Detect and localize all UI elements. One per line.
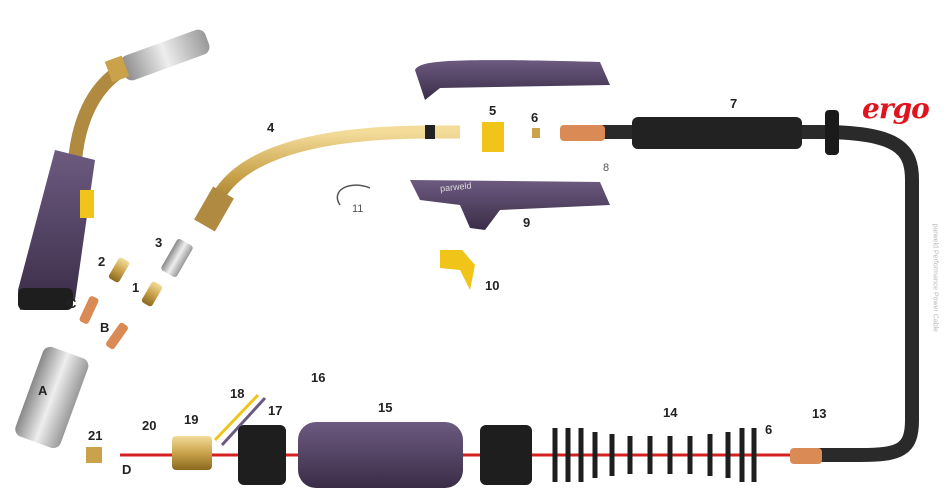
label-16: 16 xyxy=(311,370,326,385)
trigger-10 xyxy=(440,250,475,290)
label-A: A xyxy=(38,383,48,398)
nut-right xyxy=(480,425,532,485)
handle-top-9 xyxy=(415,60,610,100)
label-21: 21 xyxy=(88,428,103,443)
label-3: 3 xyxy=(155,235,163,250)
label-4: 4 xyxy=(267,120,275,135)
label-20: 20 xyxy=(142,418,157,433)
label-18: 18 xyxy=(230,386,245,401)
label-17: 17 xyxy=(268,403,283,418)
part-6 xyxy=(532,128,540,138)
cable-print: parweld Performance Power Cable xyxy=(931,223,939,333)
label-8: 8 xyxy=(603,162,610,174)
spring-14 xyxy=(552,428,757,482)
insulator-3 xyxy=(161,239,193,277)
label-2: 2 xyxy=(98,254,106,269)
label-15: 15 xyxy=(378,400,393,415)
label-C: C xyxy=(67,296,77,311)
contact-tip-C xyxy=(79,296,99,324)
label-10: 10 xyxy=(485,278,500,293)
label-6-bottom: 6 xyxy=(765,422,773,437)
tip-holder-2 xyxy=(108,257,130,283)
part-21 xyxy=(86,447,102,463)
assembled-torch xyxy=(18,29,210,310)
label-7: 7 xyxy=(730,96,738,111)
label-14: 14 xyxy=(663,405,678,420)
part-11-wire xyxy=(336,184,371,206)
tip-holder-1 xyxy=(141,281,163,307)
strain-relief-7 xyxy=(632,117,802,149)
body-15 xyxy=(298,422,463,488)
label-9: 9 xyxy=(523,215,531,230)
label-5: 5 xyxy=(489,103,497,118)
label-19: 19 xyxy=(184,412,199,427)
contact-tip-B xyxy=(106,322,128,350)
label-B: B xyxy=(100,320,110,335)
nut-left xyxy=(238,425,286,485)
connector-19 xyxy=(172,436,212,470)
label-D: D xyxy=(122,462,132,477)
nozzle-A xyxy=(15,346,89,449)
ergo-logo: ergo xyxy=(862,92,930,125)
handle-bottom-9 xyxy=(410,180,610,230)
label-1: 1 xyxy=(132,280,140,295)
part-5 xyxy=(482,122,504,152)
power-cable xyxy=(600,125,919,462)
gooseneck-4 xyxy=(203,125,460,222)
label-6-top: 6 xyxy=(531,110,539,125)
label-11: 11 xyxy=(352,203,364,215)
label-13: 13 xyxy=(812,406,827,421)
